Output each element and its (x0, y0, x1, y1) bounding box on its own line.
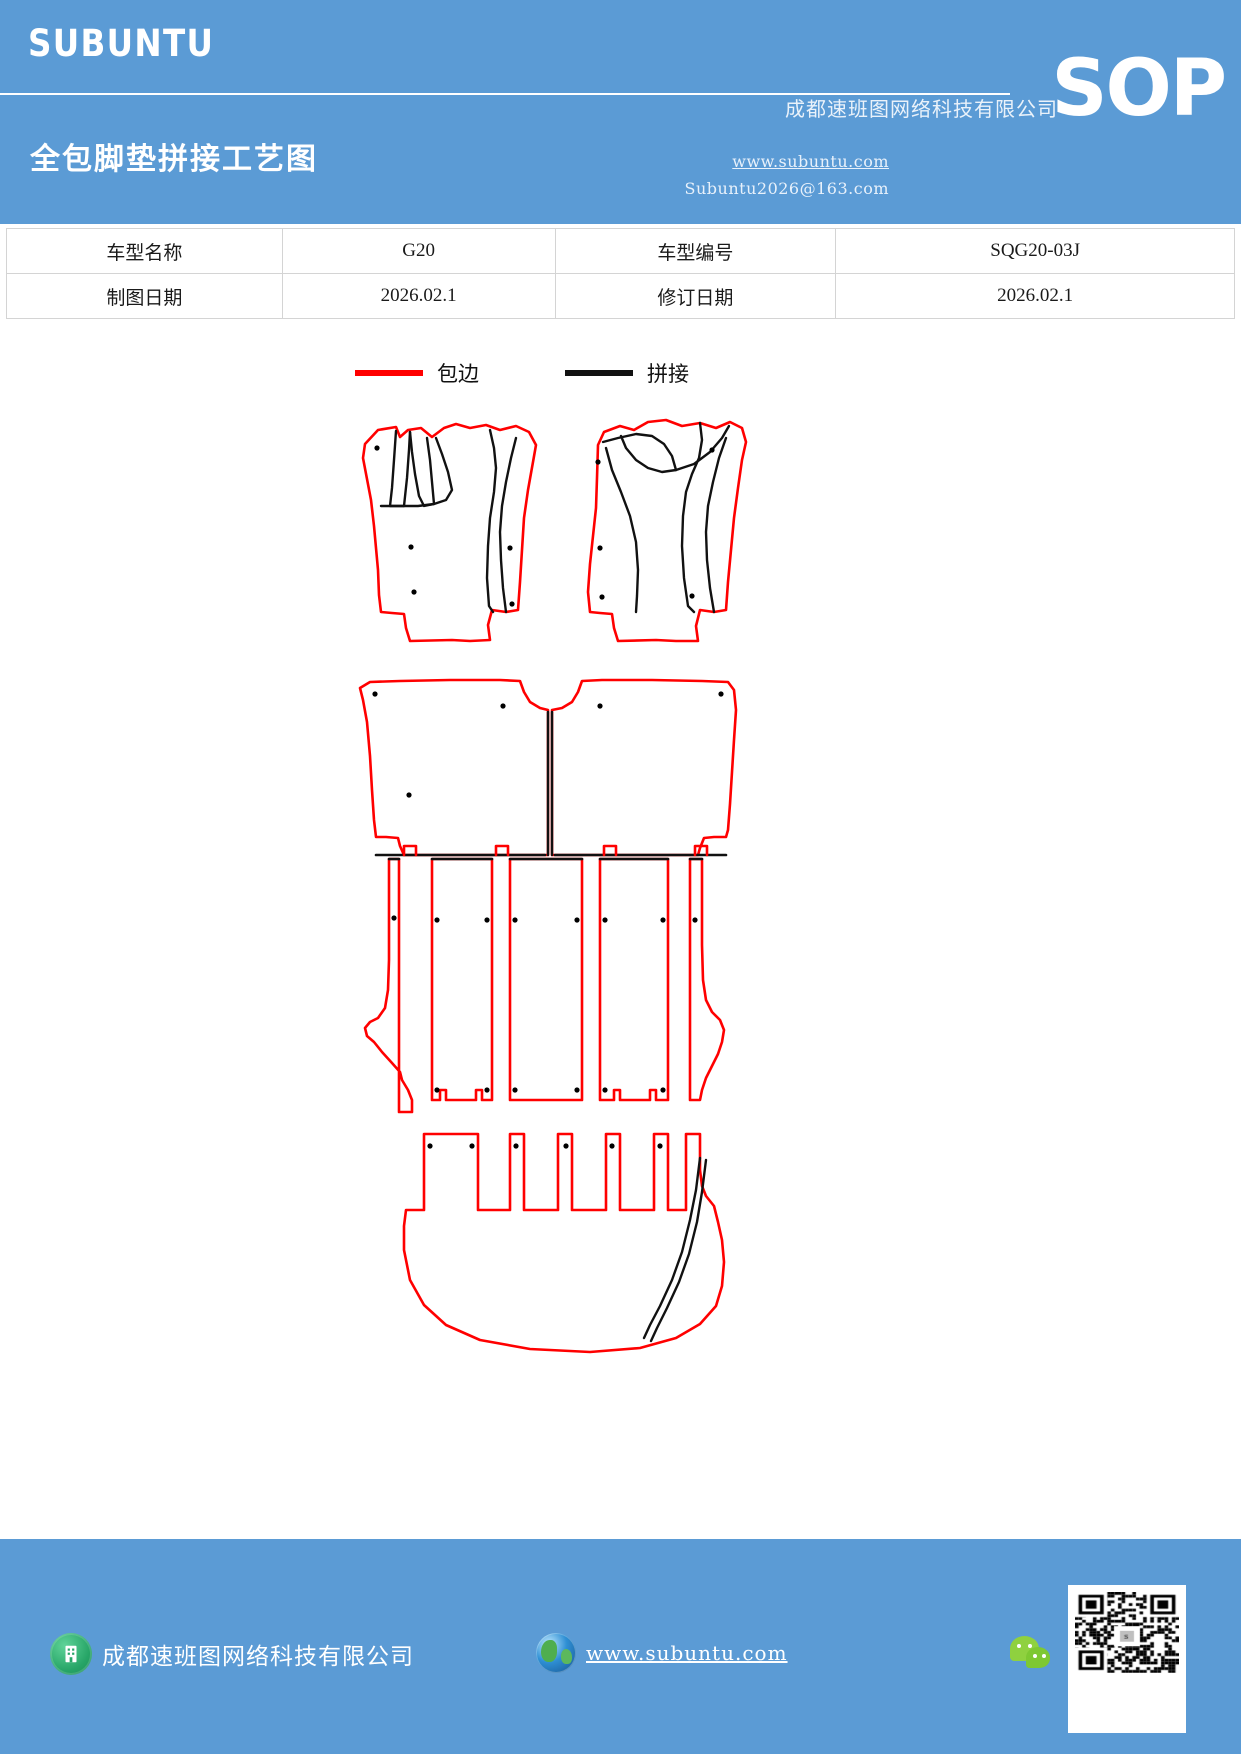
globe-icon (536, 1633, 576, 1673)
front-left-dots (374, 445, 515, 607)
front-right-splice-lines (601, 421, 731, 614)
second-row-strip-dots (391, 915, 698, 1093)
cell-draw-date-label: 制图日期 (6, 273, 283, 319)
legend-item-binding: 包边 (355, 358, 479, 388)
brand-logo: SUBUNTU (28, 22, 215, 65)
table-row: 制图日期 2026.02.1 修订日期 2026.02.1 (6, 273, 1235, 319)
building-icon (50, 1633, 92, 1675)
page-title: 全包脚垫拼接工艺图 (30, 142, 318, 177)
qr-code[interactable] (1068, 1585, 1186, 1733)
document-footer: 成都速班图网络科技有限公司 www.subuntu.com (0, 1539, 1241, 1754)
cell-revision-date-label: 修订日期 (554, 273, 837, 319)
second-row-center-splice (546, 710, 554, 857)
trunk-cargo-mat (402, 1132, 726, 1354)
trunk-mat-splice (642, 1156, 708, 1343)
legend-label-splice: 拼接 (647, 362, 689, 386)
legend-item-splice: 拼接 (565, 358, 689, 388)
front-left-splice-lines (379, 428, 518, 614)
vehicle-info-table: 车型名称 G20 车型编号 SQG20-03J 制图日期 2026.02.1 修… (6, 228, 1235, 319)
cell-model-name-value: G20 (281, 228, 556, 274)
header-website-link[interactable]: www.subuntu.com (732, 152, 889, 171)
legend-swatch-black-line-icon (565, 370, 633, 376)
footer-website-block[interactable]: www.subuntu.com (536, 1633, 788, 1673)
front-row-right-mat (586, 418, 748, 643)
header-company-name: 成都速班图网络科技有限公司 (785, 99, 1058, 121)
second-row-dots (372, 691, 724, 798)
cell-model-code-label: 车型编号 (554, 228, 837, 274)
legend-swatch-red-line-icon (355, 370, 423, 376)
cell-model-name-label: 车型名称 (6, 228, 283, 274)
drawing-legend: 包边 拼接 (0, 358, 1241, 392)
front-right-dots (595, 447, 715, 600)
front-row-left-mat (361, 422, 538, 643)
footer-company-block: 成都速班图网络科技有限公司 (50, 1633, 414, 1675)
document-header: SUBUNTU 全包脚垫拼接工艺图 成都速班图网络科技有限公司 www.subu… (0, 0, 1241, 224)
trunk-mat-dots (427, 1143, 663, 1149)
legend-label-binding: 包边 (437, 362, 479, 386)
header-divider (0, 93, 1010, 95)
footer-website-link[interactable]: www.subuntu.com (586, 1641, 788, 1665)
cell-model-code-value: SQG20-03J (835, 228, 1235, 274)
wechat-icon (1010, 1636, 1056, 1672)
footer-company-name: 成都速班图网络科技有限公司 (102, 1644, 414, 1669)
cell-draw-date-value: 2026.02.1 (281, 273, 556, 319)
table-row: 车型名称 G20 车型编号 SQG20-03J (6, 228, 1235, 274)
floor-mat-technical-drawing (0, 400, 1241, 1400)
sop-badge: SOP (1051, 44, 1227, 134)
cell-revision-date-value: 2026.02.1 (835, 273, 1235, 319)
header-email-text: Subuntu2026@163.com (684, 179, 889, 198)
second-row-strip-panels (363, 844, 726, 1114)
